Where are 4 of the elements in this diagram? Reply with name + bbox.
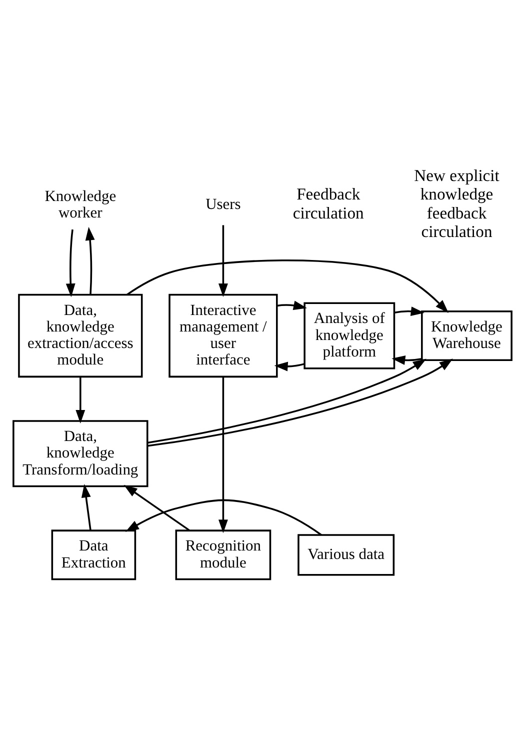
node-text: Users (205, 196, 240, 213)
label: Feedback circulation (292, 184, 364, 222)
label: New explicit knowledge feedback circulation (414, 165, 499, 241)
node-text: Knowledge worker (44, 187, 116, 222)
